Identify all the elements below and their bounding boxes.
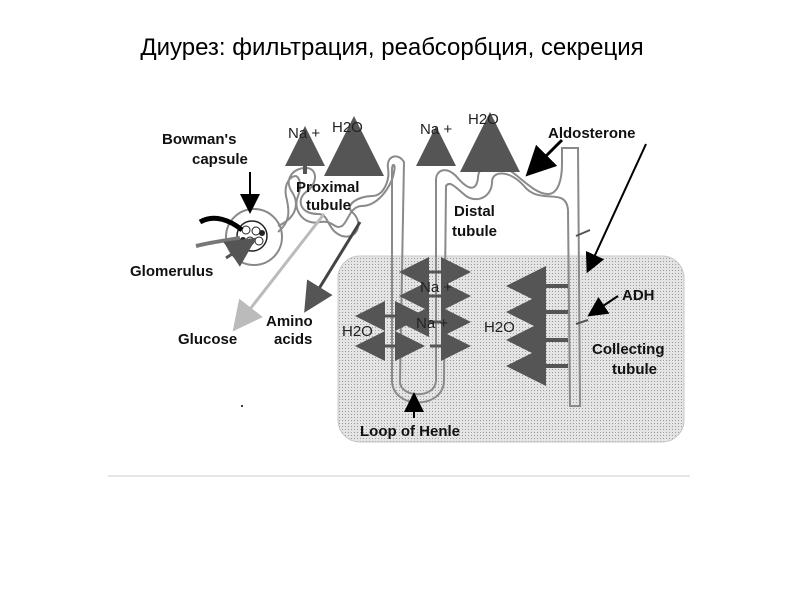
arrow-adh bbox=[587, 295, 619, 317]
label-amino-line1: Amino bbox=[266, 313, 313, 330]
label-collecting-line2: tubule bbox=[612, 361, 657, 378]
arrow-glucose bbox=[232, 213, 326, 332]
label-distal-line1: Distal bbox=[454, 203, 495, 220]
label-distal-line2: tubule bbox=[452, 223, 497, 240]
arrow-amino bbox=[304, 221, 362, 313]
stray-dot bbox=[241, 405, 243, 407]
label-bowmans-line1: Bowman's bbox=[162, 131, 236, 148]
label-glucose: Glucose bbox=[178, 331, 237, 348]
label-na-proximal: Na + bbox=[288, 125, 320, 142]
bowmans-capsule bbox=[195, 208, 283, 266]
label-glomerulus: Glomerulus bbox=[130, 263, 213, 280]
label-h2o-collecting: H2O bbox=[484, 319, 515, 336]
label-h2o-loop: H2O bbox=[342, 323, 373, 340]
label-h2o-distal: H2O bbox=[468, 111, 499, 128]
arrow-glomerulus bbox=[223, 237, 257, 267]
label-na-distal: Na + bbox=[420, 121, 452, 138]
loop-arrows bbox=[355, 257, 471, 361]
label-proximal-line2: tubule bbox=[306, 197, 351, 214]
label-loop-of-henle: Loop of Henle bbox=[360, 423, 460, 440]
arrow-aldosterone bbox=[525, 138, 564, 177]
label-aldosterone: Aldosterone bbox=[548, 125, 636, 142]
label-proximal-line1: Proximal bbox=[296, 179, 359, 196]
label-h2o-proximal: H2O bbox=[332, 119, 363, 136]
label-adh: ADH bbox=[622, 287, 655, 304]
label-na-loop-2: Na + bbox=[416, 315, 448, 332]
collecting-duct-tick-1 bbox=[575, 229, 591, 237]
label-amino-line2: acids bbox=[274, 331, 312, 348]
slide-title: Диурез: фильтрация, реабсорбция, секреци… bbox=[140, 34, 644, 61]
label-bowmans-line2: capsule bbox=[192, 151, 248, 168]
label-na-loop-1: Na + bbox=[420, 279, 452, 296]
nephron-tubule bbox=[277, 147, 582, 407]
arrow-collecting bbox=[585, 143, 647, 274]
collecting-arrows bbox=[506, 266, 568, 386]
label-collecting-line1: Collecting bbox=[592, 341, 665, 358]
collecting-duct-tick-2 bbox=[575, 319, 589, 325]
